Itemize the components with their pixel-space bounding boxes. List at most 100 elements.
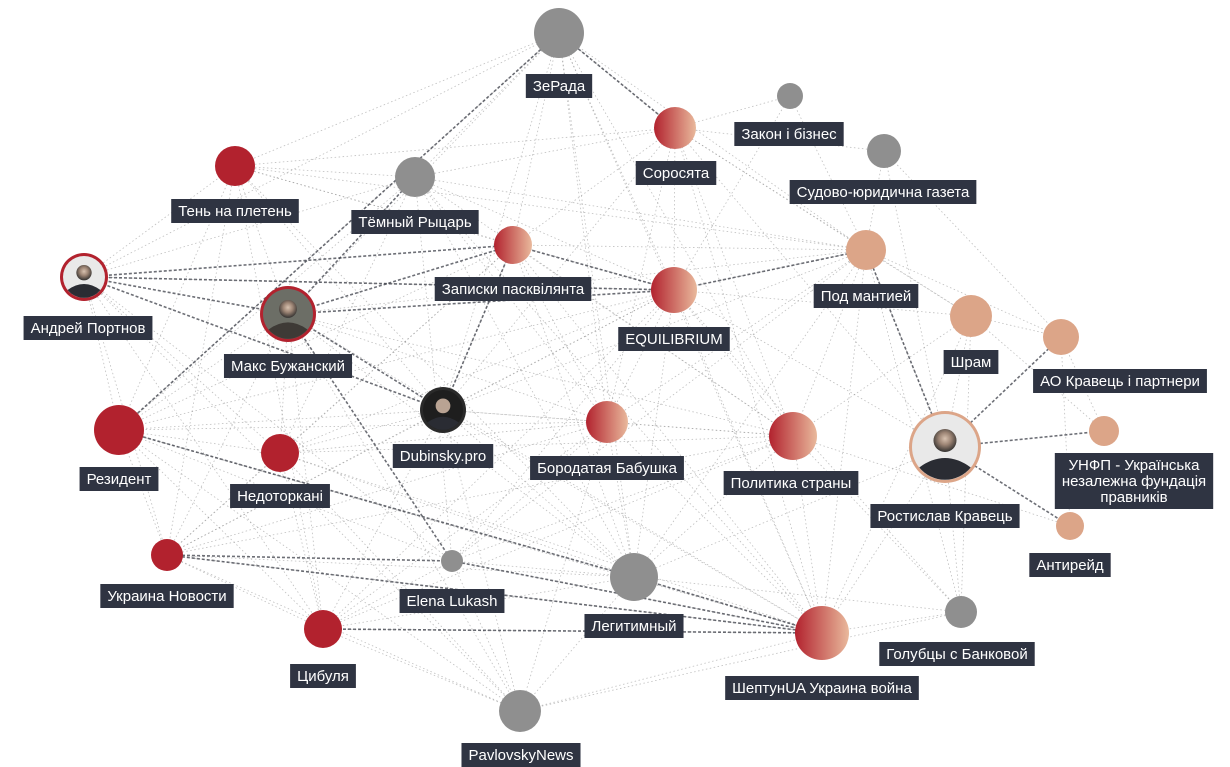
- node-dubinsky[interactable]: [420, 387, 466, 433]
- edge-kravets-sheptun: [821, 446, 946, 634]
- label-background: [618, 327, 730, 351]
- node-label-text: Под мантией: [821, 288, 912, 305]
- label-sheptun: ШептунUA Украина война: [725, 676, 919, 700]
- edge-temny-legitimny: [414, 176, 635, 578]
- node-label-text: Тёмный Рыцарь: [358, 214, 471, 231]
- node-temny[interactable]: [395, 157, 435, 197]
- label-ao: АО Кравець і партнери: [1033, 369, 1207, 393]
- edge-borodataya-ukraina: [166, 421, 608, 556]
- node-label-text: Dubinsky.pro: [400, 448, 486, 465]
- node-nedotorkani[interactable]: [261, 434, 299, 472]
- node-ten[interactable]: [215, 146, 255, 186]
- node-label-text: ЗеРада: [533, 78, 586, 95]
- edge-zapiski-borodataya: [512, 244, 608, 423]
- edge-portnov-tsybulya: [83, 276, 324, 630]
- label-background: [392, 444, 494, 468]
- label-lukash: Elena Lukash: [399, 589, 505, 613]
- strong-edge-buzhansky-zapiski: [287, 244, 514, 315]
- person-photo-icon: [63, 256, 105, 298]
- node-borodataya[interactable]: [586, 401, 628, 443]
- edge-pod-sheptun: [821, 249, 867, 634]
- node-ukraina[interactable]: [151, 539, 183, 571]
- node-sorosyata[interactable]: [654, 107, 696, 149]
- node-label-text: незалежна фундація: [1062, 473, 1206, 490]
- node-zakon[interactable]: [777, 83, 803, 109]
- edge-pod-legitimny: [633, 249, 867, 578]
- node-shram[interactable]: [950, 295, 992, 337]
- edge-sheptun-golubtsy: [821, 611, 962, 634]
- label-equilibrium: EQUILIBRIUM: [618, 327, 730, 351]
- node-zerada[interactable]: [534, 8, 584, 58]
- edge-sorosyata-kravets: [674, 127, 946, 448]
- node-label-text: Тень на плетень: [178, 203, 292, 220]
- strong-edge-dubinsky-zapiski: [442, 244, 514, 411]
- node-politika[interactable]: [769, 412, 817, 460]
- edge-buzhansky-ukraina: [166, 313, 289, 556]
- edge-dubinsky-sheptun: [442, 409, 823, 634]
- node-buzhansky[interactable]: [260, 286, 316, 342]
- label-zerada: ЗеРада: [525, 74, 593, 98]
- edge-buzhansky-pod: [287, 249, 867, 315]
- label-rezident: Резидент: [79, 467, 159, 491]
- label-background: [23, 316, 153, 340]
- edge-equilibrium-dubinsky: [442, 289, 675, 411]
- node-pavlovsky[interactable]: [499, 690, 541, 732]
- node-pod[interactable]: [846, 230, 886, 270]
- strong-edge-buzhansky-lukash: [287, 313, 453, 562]
- label-background: [79, 467, 159, 491]
- node-label-text: Ростислав Кравець: [877, 508, 1012, 525]
- node-equilibrium[interactable]: [651, 267, 697, 313]
- label-background: [584, 614, 684, 638]
- node-label-text: Бородатая Бабушка: [537, 460, 678, 477]
- label-background: [725, 676, 919, 700]
- edge-ten-ukraina: [166, 165, 236, 556]
- node-antireid[interactable]: [1056, 512, 1084, 540]
- edge-temny-nedotorkani: [279, 176, 416, 454]
- node-tsybulya[interactable]: [304, 610, 342, 648]
- node-layer: [60, 8, 1119, 732]
- edge-politika-nedotorkani: [279, 435, 794, 454]
- node-zapiski[interactable]: [494, 226, 532, 264]
- label-background: [1033, 369, 1207, 393]
- edge-zapiski-dubinsky: [442, 244, 514, 411]
- edge-zerada-portnov: [83, 32, 560, 278]
- edge-rezident-pavlovsky: [118, 429, 521, 712]
- edge-zerada-ten: [234, 32, 560, 167]
- node-label-text: Антирейд: [1036, 557, 1104, 574]
- label-background: [230, 484, 330, 508]
- node-label-text: Украина Новости: [107, 588, 226, 605]
- label-zapiski: Записки пасквілянта: [434, 277, 592, 301]
- strong-edge-legitimny-sheptun: [633, 576, 823, 634]
- node-label-text: Голубцы с Банковой: [886, 646, 1027, 663]
- edge-sorosyata-politika: [674, 127, 794, 437]
- node-golubtsy[interactable]: [945, 596, 977, 628]
- label-background: [635, 161, 717, 185]
- person-photo-icon: [912, 414, 978, 480]
- node-unfp[interactable]: [1089, 416, 1119, 446]
- label-background: [1029, 553, 1111, 577]
- node-rezident[interactable]: [94, 405, 144, 455]
- edge-ukraina-pavlovsky: [166, 554, 521, 712]
- label-pavlovsky: PavlovskyNews: [461, 743, 581, 767]
- node-sheptun[interactable]: [795, 606, 849, 660]
- node-sudovo[interactable]: [867, 134, 901, 168]
- node-ao[interactable]: [1043, 319, 1079, 355]
- strong-edge-portnov-zapiski: [83, 244, 514, 278]
- node-portnov[interactable]: [60, 253, 108, 301]
- edge-temny-sorosyata: [414, 127, 676, 178]
- node-kravets[interactable]: [909, 411, 981, 483]
- strong-edge-equilibrium-pod: [673, 249, 867, 291]
- edge-equilibrium-rezident: [118, 289, 675, 431]
- edge-zerada-pod: [558, 32, 867, 251]
- label-kravets: Ростислав Кравець: [870, 504, 1020, 528]
- edge-politika-dubinsky: [442, 409, 794, 437]
- node-lukash[interactable]: [441, 550, 463, 572]
- edge-politika-legitimny: [633, 435, 794, 578]
- node-legitimny[interactable]: [610, 553, 658, 601]
- edge-zapiski-pod: [512, 244, 867, 251]
- label-background: [351, 210, 479, 234]
- edge-tsybulya-legitimny: [322, 576, 635, 630]
- edge-politika-tsybulya: [322, 435, 794, 630]
- edge-equilibrium-borodataya: [606, 289, 675, 423]
